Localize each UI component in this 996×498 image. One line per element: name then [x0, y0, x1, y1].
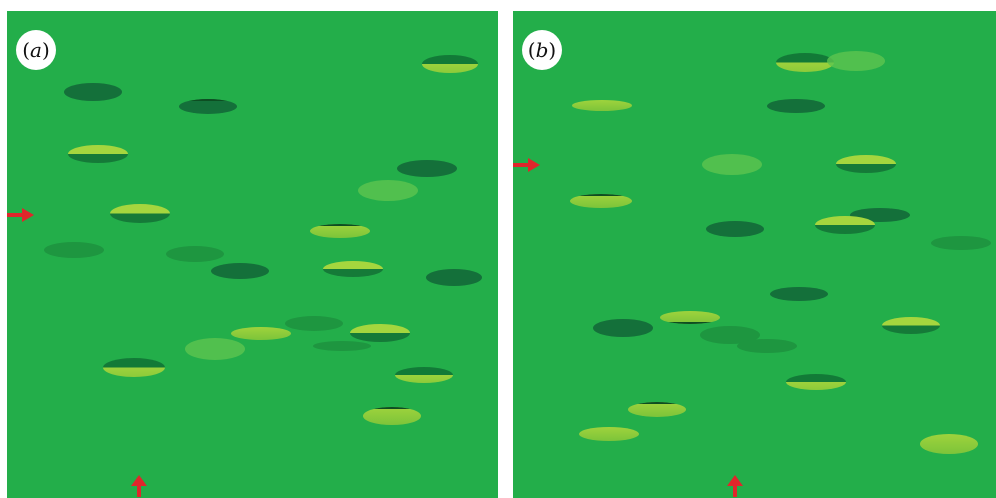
leaf	[737, 339, 797, 353]
arrow-bottom-a-icon	[130, 474, 148, 498]
leaf	[358, 180, 418, 201]
leaf	[179, 99, 237, 114]
leaf	[231, 327, 291, 340]
leaf	[310, 224, 370, 238]
leaf	[185, 338, 245, 360]
label-letter: b	[536, 38, 549, 62]
leaf	[570, 194, 632, 208]
panel-label-b: (b)	[522, 30, 562, 70]
leaf	[363, 407, 421, 425]
leaf	[706, 221, 764, 237]
leaf	[882, 317, 940, 334]
leaf	[68, 145, 128, 163]
leaf	[786, 374, 846, 390]
leaf	[767, 99, 825, 113]
panel-label-a: (a)	[16, 30, 56, 70]
leaf	[827, 51, 885, 71]
leaf	[593, 319, 653, 337]
leaf	[770, 287, 828, 301]
label-paren-close: )	[42, 38, 50, 62]
leaf	[572, 100, 632, 111]
label-paren-open: (	[22, 38, 30, 62]
leaf	[920, 434, 978, 454]
leaf	[166, 246, 224, 262]
label-paren-open: (	[528, 38, 536, 62]
leaf	[211, 263, 269, 279]
leaf	[44, 242, 104, 258]
leaf	[64, 83, 122, 101]
leaf	[660, 311, 720, 324]
panel-a: (a)	[7, 11, 498, 498]
leaf	[422, 55, 478, 73]
arrow-bottom-b-icon	[726, 474, 744, 498]
leaf	[426, 269, 482, 286]
leaf	[323, 261, 383, 277]
leaf	[931, 236, 991, 250]
leaf	[836, 155, 896, 173]
leaf	[579, 427, 639, 441]
leaf	[110, 204, 170, 223]
leaf	[815, 216, 875, 234]
leaf	[776, 53, 834, 72]
arrow-left-a-icon	[5, 207, 35, 223]
leaf	[350, 324, 410, 342]
label-letter: a	[30, 38, 42, 62]
leaf	[103, 358, 165, 377]
arrow-left-b-icon	[511, 157, 541, 173]
leaf	[285, 316, 343, 331]
leaf	[702, 154, 762, 175]
leaf	[395, 367, 453, 383]
leaf	[628, 402, 686, 417]
leaf	[313, 341, 371, 351]
panel-b: (b)	[513, 11, 996, 498]
leaf	[397, 160, 457, 177]
label-paren-close: )	[548, 38, 556, 62]
